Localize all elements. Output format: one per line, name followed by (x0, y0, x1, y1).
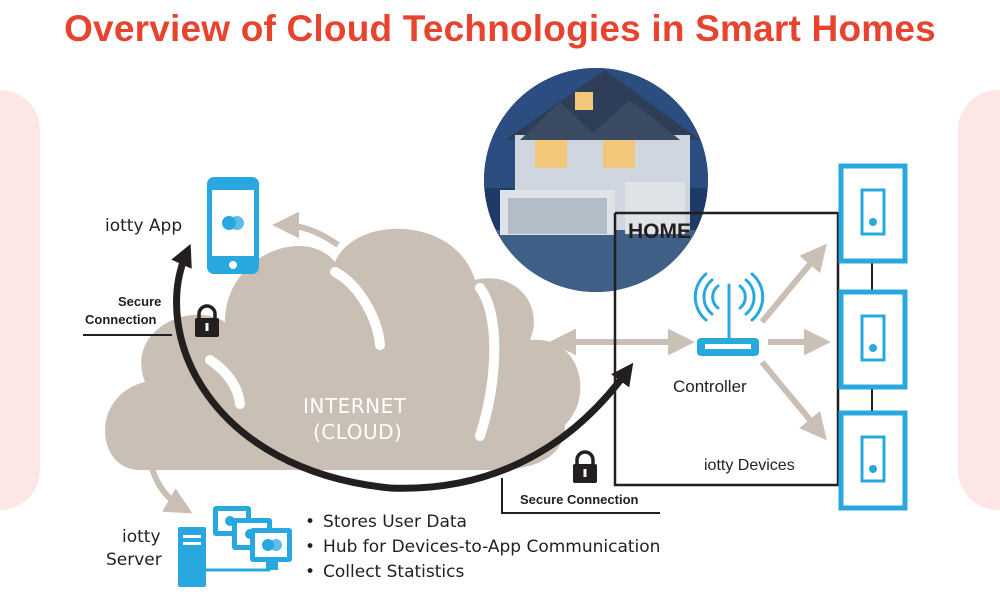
server-label-line2: Server (106, 550, 162, 570)
controller-label: Controller (673, 377, 747, 396)
internet-label-line1: INTERNET (303, 394, 407, 418)
server-label-line1: iotty (122, 527, 161, 547)
controller-to-device-3-arrow (759, 360, 827, 441)
devices-label: iotty Devices (704, 457, 795, 474)
smartphone-icon (207, 177, 259, 274)
secure-connection-top-line1: Secure (118, 294, 162, 309)
wall-switch-icon (838, 289, 908, 390)
padlock-icon (573, 450, 597, 483)
secure-connection-bottom-label: Secure Connection (520, 492, 639, 507)
home-label: HOME (628, 220, 691, 243)
left-side-panel (0, 90, 40, 510)
wifi-router-icon (693, 272, 765, 356)
cloud-to-server-arrow (149, 467, 193, 514)
right-side-panel (958, 90, 1000, 510)
page-title: Overview of Cloud Technologies in Smart … (64, 8, 936, 49)
padlock-icon (195, 304, 219, 337)
secure-connection-top-line2: Connection (85, 312, 157, 327)
controller-to-device-1-arrow (759, 243, 827, 324)
server-feature-item: Hub for Devices-to-App Communication (305, 535, 660, 560)
wall-switch-icon (838, 163, 908, 264)
server-computers-icon (178, 506, 292, 587)
app-label: iotty App (105, 216, 183, 236)
wall-switch-icon (838, 410, 908, 511)
server-feature-item: Collect Statistics (305, 560, 660, 585)
app-to-home-secure-arrow (171, 243, 634, 492)
internet-label-line2: (CLOUD) (313, 420, 403, 444)
server-feature-list: Stores User Data Hub for Devices-to-App … (305, 510, 660, 585)
cloud-to-app-arrow (272, 211, 340, 248)
house-photo-icon (484, 68, 708, 292)
server-feature-item: Stores User Data (305, 510, 660, 535)
home-box (613, 211, 840, 487)
